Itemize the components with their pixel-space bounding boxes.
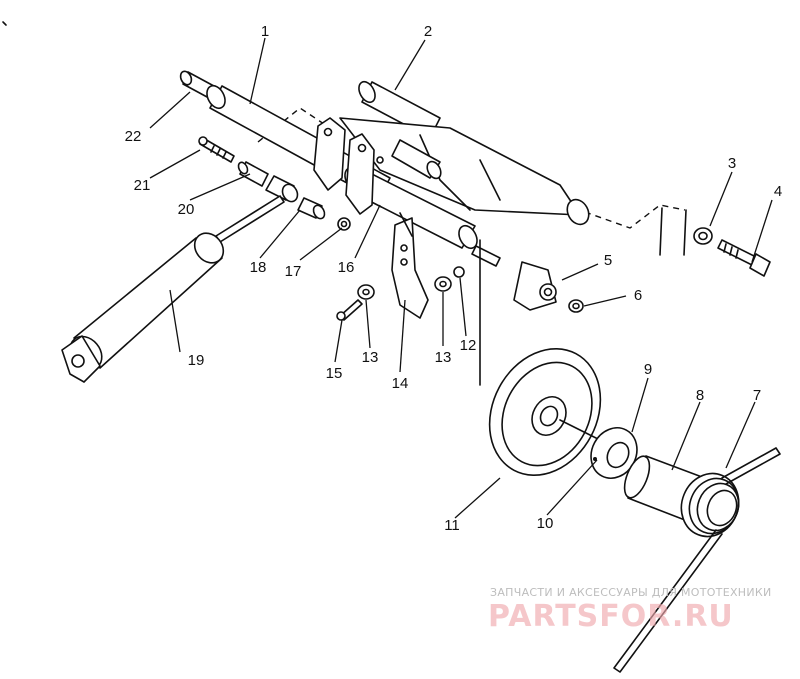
callout-12: 12 — [460, 337, 477, 354]
part-21-bolt — [198, 136, 235, 163]
part-13-washer-right — [434, 276, 452, 292]
callout-15: 15 — [326, 365, 343, 382]
callout-9: 9 — [644, 361, 652, 378]
callout-6: 6 — [634, 287, 642, 304]
callout-21: 21 — [134, 177, 151, 194]
part-13-washer-left — [357, 284, 375, 300]
callout-3: 3 — [728, 155, 736, 172]
callout-2: 2 — [424, 23, 432, 40]
part-18-spacer — [297, 197, 326, 220]
part-11-idler-wheel — [479, 239, 602, 476]
part-20-sleeve — [237, 161, 269, 187]
callout-10: 10 — [537, 515, 554, 532]
part-4-bolt — [717, 239, 771, 277]
callout-22: 22 — [125, 128, 142, 145]
part-3-washer — [693, 227, 713, 245]
callout-numbers: 1 2 3 4 5 6 7 8 9 10 11 12 13 13 14 15 1… — [125, 23, 783, 534]
callout-11: 11 — [444, 517, 460, 534]
part-20-bushing — [265, 175, 299, 203]
leader-lines — [149, 37, 773, 519]
callout-5: 5 — [604, 252, 612, 269]
watermark-caption: ЗАПЧАСТИ И АКСЕССУАРЫ ДЛЯ МОТОТЕХНИКИ — [490, 586, 772, 599]
callout-13-right: 13 — [435, 349, 452, 366]
callout-1: 1 — [261, 23, 269, 40]
part-9-spacer-ring — [590, 427, 638, 479]
callout-20: 20 — [178, 201, 195, 218]
callout-7: 7 — [753, 387, 761, 404]
callout-16: 16 — [338, 259, 355, 276]
part-17-nut — [337, 217, 351, 231]
callout-18: 18 — [250, 259, 267, 276]
callout-13-left: 13 — [362, 349, 379, 366]
callout-4: 4 — [774, 183, 782, 200]
corner-mark — [2, 21, 7, 26]
part-19-shock-absorber — [61, 195, 285, 383]
part-15-screw — [336, 299, 363, 321]
part-14-bracket — [391, 212, 429, 319]
part-5-block — [513, 261, 557, 311]
watermark: ЗАПЧАСТИ И АКСЕССУАРЫ ДЛЯ МОТОТЕХНИКИ PA… — [488, 586, 772, 634]
part-6-nut — [568, 299, 584, 313]
watermark-logo: PARTSFOR.RU — [488, 599, 734, 634]
callout-14: 14 — [392, 375, 409, 392]
callout-19: 19 — [188, 352, 205, 369]
callout-17: 17 — [285, 263, 302, 280]
mounting-plates — [313, 117, 384, 215]
assembly-dashed-lines — [257, 107, 687, 256]
callout-8: 8 — [696, 387, 704, 404]
part-12-nut — [453, 266, 465, 278]
frame-body — [339, 117, 590, 226]
part-7-torsion-spring — [613, 447, 781, 673]
